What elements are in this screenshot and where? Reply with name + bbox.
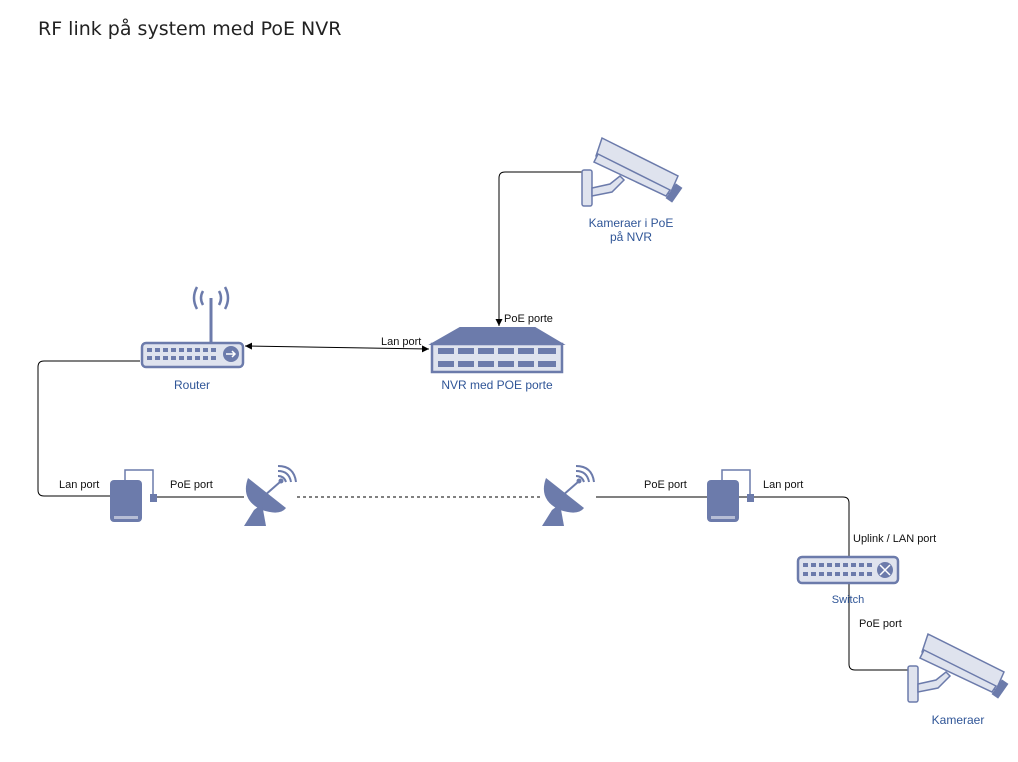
- switch-icon: [796, 555, 900, 585]
- switch-uplink-label: Uplink / LAN port: [853, 533, 937, 545]
- camera-icon: [907, 632, 1009, 703]
- connectors: [37, 171, 910, 671]
- diagram-title: RF link på system med PoE NVR: [38, 18, 342, 40]
- router-icon: [140, 286, 245, 369]
- nvr-poe-port-label: PoE porte: [504, 313, 553, 325]
- switch-label: Switch: [831, 594, 865, 606]
- router-nvr-link: [244, 342, 430, 353]
- router-to-left-injector-link: [37, 360, 140, 497]
- right-poe-injector-icon: [707, 469, 754, 522]
- left-injector-poe-label: PoE port: [170, 479, 213, 491]
- right-injector-poe-label: PoE port: [644, 479, 687, 491]
- camera-nvr-label: Kameraer i PoE på NVR: [588, 216, 674, 244]
- camera-to-nvr-link: [495, 171, 582, 326]
- left-injector-lan-label: Lan port: [59, 479, 100, 491]
- switch-to-camera-link: [848, 584, 910, 671]
- right-injector-lan-label: Lan port: [763, 479, 804, 491]
- cameras-label: Kameraer: [931, 713, 985, 727]
- nvr-icon: [428, 327, 566, 374]
- left-poe-injector-icon: [110, 469, 157, 522]
- right-satellite-dish-icon: [542, 465, 595, 526]
- nvr-lan-port-label: Lan port: [381, 336, 422, 348]
- camera-nvr-icon: [581, 136, 683, 207]
- switch-poe-label: PoE port: [859, 618, 902, 630]
- router-label: Router: [173, 378, 211, 392]
- left-satellite-dish-icon: [244, 465, 297, 526]
- nvr-label: NVR med POE porte: [441, 378, 553, 392]
- right-injector-to-switch-link: [739, 496, 850, 557]
